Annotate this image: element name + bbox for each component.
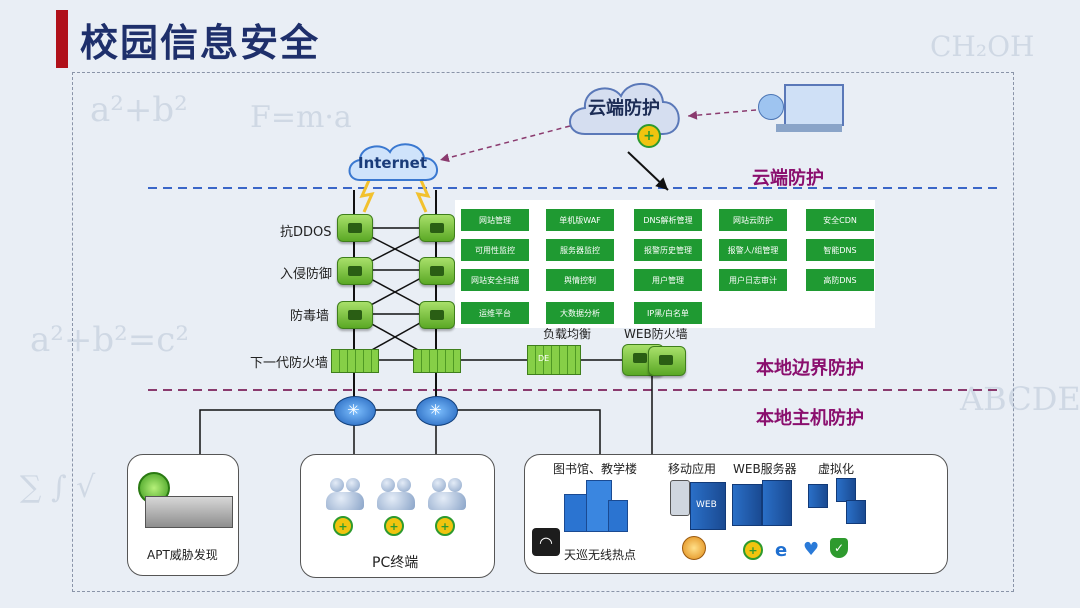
- virtualization-label: 虚拟化: [818, 462, 855, 476]
- layer-label-ips: 入侵防御: [280, 267, 333, 282]
- router-icon: [416, 396, 458, 426]
- web-server-label: WEB服务器: [733, 462, 797, 476]
- people-icon: [428, 476, 468, 512]
- wifi-icon: ◠: [532, 528, 560, 556]
- page-title: 校园信息安全: [80, 21, 321, 65]
- globe-icon: [682, 536, 706, 560]
- service-opinion[interactable]: 舆情控制: [546, 269, 614, 291]
- server-icon: [690, 482, 726, 530]
- people-icon: [377, 476, 417, 512]
- plus-shield-icon: +: [333, 516, 353, 536]
- web-firewall-label: WEB防火墙: [624, 327, 688, 341]
- ips-icon: [419, 257, 455, 285]
- service-site-cloud[interactable]: 网站云防护: [719, 209, 787, 231]
- service-ddos-dns[interactable]: 高防DNS: [806, 269, 874, 291]
- server-icon: [732, 484, 762, 526]
- service-cdn[interactable]: 安全CDN: [806, 209, 874, 231]
- plus-shield-icon: +: [743, 540, 763, 560]
- plus-shield-icon: +: [637, 124, 661, 148]
- service-big-data[interactable]: 大数据分析: [546, 302, 614, 324]
- pc-label: PC终端: [372, 555, 419, 571]
- web-firewall-icon: [648, 346, 686, 376]
- heart-icon: ♥: [803, 539, 820, 560]
- antivirus-wall-icon: [419, 301, 455, 329]
- cloud-protection-label: 云端防护: [588, 98, 660, 119]
- load-balancer-tag: DE: [538, 354, 550, 363]
- service-dns-mgmt[interactable]: DNS解析管理: [634, 209, 702, 231]
- firewall-icon: [413, 349, 461, 373]
- layer-label-anti-ddos: 抗DDOS: [280, 225, 332, 240]
- layer-label-av-wall: 防毒墙: [290, 309, 330, 324]
- service-smart-dns[interactable]: 智能DNS: [806, 239, 874, 261]
- service-availability[interactable]: 可用性监控: [461, 239, 529, 261]
- zone-label-cloud: 云端防护: [752, 168, 824, 189]
- phone-icon: [670, 480, 690, 516]
- server-icon: [836, 478, 856, 502]
- people-icon: [326, 476, 366, 512]
- plus-shield-icon: +: [435, 516, 455, 536]
- diagram-frame: [72, 72, 1014, 592]
- plus-shield-icon: +: [384, 516, 404, 536]
- internet-cloud-icon: [348, 143, 438, 181]
- router-icon: [334, 396, 376, 426]
- load-balancer-icon: [527, 345, 581, 375]
- service-user-audit[interactable]: 用户日志审计: [719, 269, 787, 291]
- service-server-monitor[interactable]: 服务器监控: [546, 239, 614, 261]
- apt-label: APT威胁发现: [147, 548, 218, 562]
- switch-icon: [337, 214, 373, 242]
- laptop-user-icon: [758, 84, 844, 140]
- zone-label-boundary: 本地边界防护: [756, 358, 864, 379]
- service-alarm-history[interactable]: 报警历史管理: [634, 239, 702, 261]
- load-balancer-label: 负载均衡: [543, 327, 592, 341]
- service-user-mgmt[interactable]: 用户管理: [634, 269, 702, 291]
- building-icon: [564, 480, 628, 532]
- server-icon: [762, 480, 792, 526]
- zone-label-host: 本地主机防护: [756, 408, 864, 429]
- library-label: 图书馆、教学楼: [553, 462, 638, 476]
- shield-icon: ✓: [830, 538, 848, 558]
- service-alarm-group[interactable]: 报警人/组管理: [719, 239, 787, 261]
- ips-icon: [337, 257, 373, 285]
- service-site-scan[interactable]: 网站安全扫描: [461, 269, 529, 291]
- ie-icon: e: [775, 540, 788, 561]
- service-site-mgmt[interactable]: 网站管理: [461, 209, 529, 231]
- switch-icon: [419, 214, 455, 242]
- server-icon: [846, 500, 866, 524]
- antivirus-wall-icon: [337, 301, 373, 329]
- web-tag: WEB: [696, 500, 717, 510]
- service-waf[interactable]: 单机版WAF: [546, 209, 614, 231]
- wifi-label: 天巡无线热点: [564, 548, 637, 562]
- mobile-label: 移动应用: [668, 462, 717, 476]
- cloud-icon: [569, 82, 680, 135]
- firewall-icon: [331, 349, 379, 373]
- server-icon: [808, 484, 828, 508]
- internet-label: Internet: [358, 154, 428, 172]
- service-ops-platform[interactable]: 运维平台: [461, 302, 529, 324]
- layer-label-ngfw: 下一代防火墙: [250, 356, 329, 371]
- server-icon: [145, 496, 233, 528]
- service-ip-list[interactable]: IP黑/白名单: [634, 302, 702, 324]
- title-accent-bar: [56, 10, 68, 68]
